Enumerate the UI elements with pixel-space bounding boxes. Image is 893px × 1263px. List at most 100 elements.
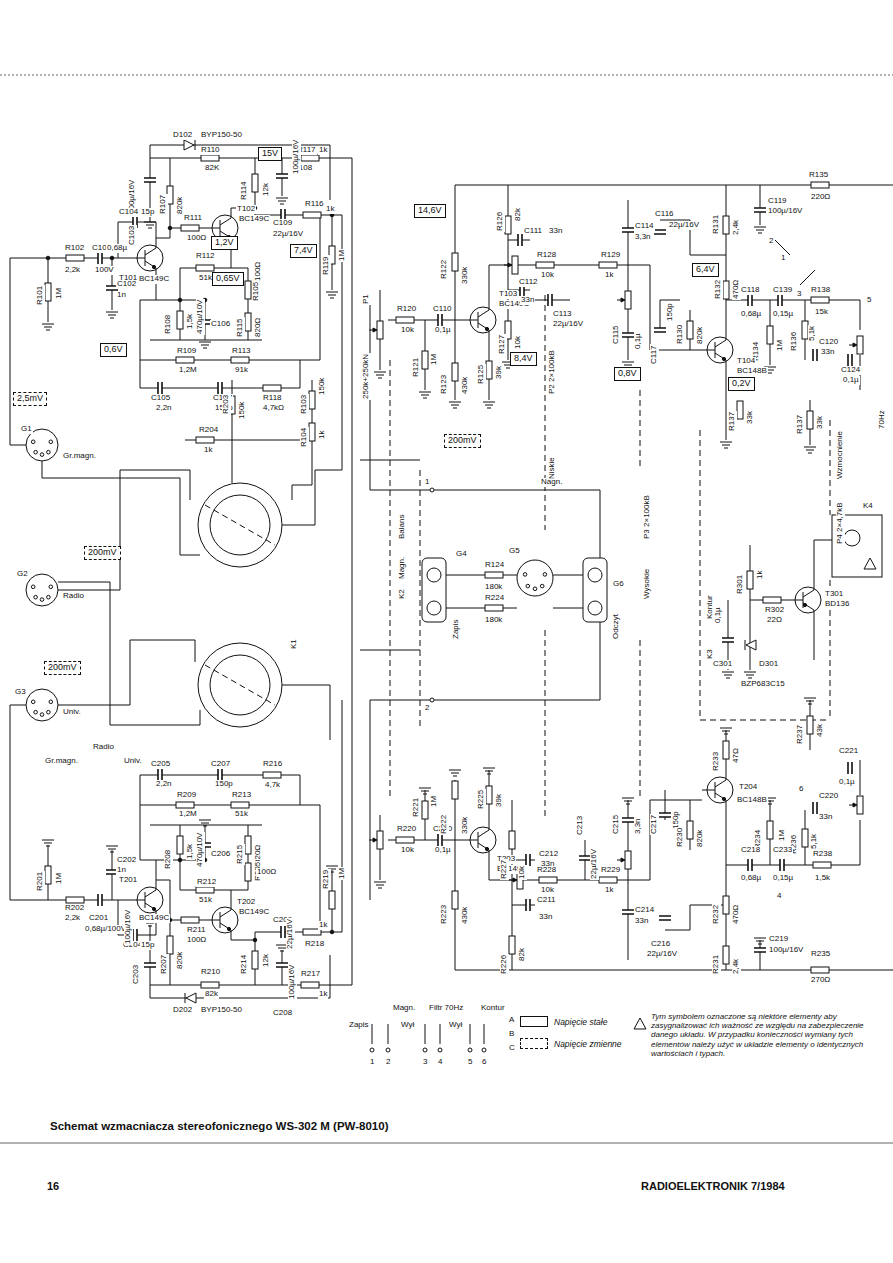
component-label: 1M <box>338 867 347 880</box>
transistor-leads <box>702 330 726 370</box>
component-label: R120 <box>396 305 417 314</box>
component-label: 12k <box>262 182 271 197</box>
component-label: Gr.magn. <box>44 757 79 766</box>
component-label: 33n <box>820 348 835 357</box>
potentiometer-wiper <box>369 328 377 332</box>
wire <box>370 700 371 900</box>
component-label: R216 <box>262 760 283 769</box>
component-label: Kontur <box>480 1004 506 1013</box>
resistor-symbol <box>176 357 194 363</box>
component-label: 10k <box>540 886 555 895</box>
component-label: R221 <box>412 797 421 818</box>
component-label: 820Ω <box>254 317 263 338</box>
voltage-value: 14,6V <box>418 205 442 215</box>
component-label: Wzmocnienie <box>836 430 845 480</box>
wire <box>140 805 300 806</box>
component-label: 10k <box>514 335 523 350</box>
wire <box>650 800 702 880</box>
component-label: R115 <box>236 317 245 338</box>
component-label: Zapis <box>452 618 461 640</box>
resistor-symbol <box>396 837 414 843</box>
component-label: C104 <box>118 208 139 217</box>
capacitor-gap <box>276 174 288 178</box>
component-label: 33n <box>818 813 833 822</box>
mechanical-link <box>545 295 546 530</box>
component-label: C219 <box>768 935 789 944</box>
component-label: 4,7k <box>264 781 281 790</box>
socket-pin <box>49 700 53 704</box>
note-text: Tym symbolem oznaczone są niektóre eleme… <box>650 1012 892 1058</box>
component-label: C211 <box>536 896 557 905</box>
component-label: 82K <box>204 164 220 173</box>
component-label: 22µ/16V <box>272 230 304 239</box>
wire <box>231 940 255 985</box>
diode-symbol <box>185 993 196 1003</box>
component-label: R122 <box>440 259 449 280</box>
capacitor-gap <box>622 818 634 822</box>
rotary-switch <box>198 643 282 727</box>
socket-pin <box>543 573 547 577</box>
component-label: R124 <box>484 561 505 570</box>
ground-symbol <box>42 324 54 330</box>
component-label: 100µ/16V <box>768 946 804 955</box>
capacitor-gap <box>133 929 137 941</box>
resistor-symbol <box>811 182 829 188</box>
voltage-value: 8,4V <box>514 353 533 363</box>
socket-pin <box>31 440 35 444</box>
component-label: R113 <box>231 347 252 356</box>
capacitor-symbol <box>276 174 288 178</box>
component-label: C201 <box>88 914 109 923</box>
component-label: 820k <box>696 829 705 848</box>
component-label: 70Hz <box>878 409 887 430</box>
capacitor-gap <box>780 859 784 871</box>
capacitor-symbol <box>659 813 671 817</box>
resistor-symbol <box>486 786 492 804</box>
component-label: 150k <box>238 401 247 420</box>
legend-text: Napięcie zmienne <box>554 1039 622 1049</box>
capacitor-symbol <box>748 294 752 306</box>
component-label: 3 <box>796 290 802 299</box>
resistor-symbol <box>599 262 617 268</box>
component-label: R223 <box>440 904 449 925</box>
component-label: 150k <box>318 377 327 396</box>
component-label: 6 <box>481 1058 487 1067</box>
rca-socket <box>588 568 602 582</box>
resistor-symbol <box>252 174 258 192</box>
switch-contact <box>370 1048 374 1052</box>
wire <box>300 775 301 805</box>
capacitor-symbol <box>754 208 766 212</box>
socket-pin <box>47 595 51 599</box>
capacitor-gap <box>748 859 752 871</box>
capacitor-symbol <box>281 926 285 938</box>
component-label: 0,68µ <box>740 310 762 319</box>
ground-symbol <box>754 227 766 233</box>
resistor-symbol <box>452 781 458 799</box>
transistor-leads <box>702 770 726 810</box>
resistor-symbol <box>196 887 214 893</box>
component-label: R112 <box>195 252 216 261</box>
capacitor-gap <box>144 963 156 967</box>
ground-symbol <box>804 698 816 704</box>
component-label: BC149C <box>238 908 270 917</box>
warning-triangle <box>634 1018 646 1029</box>
junction-dot <box>46 256 50 260</box>
component-label: 33n <box>538 913 553 922</box>
wire <box>814 540 832 580</box>
capacitor-gap <box>438 314 442 326</box>
component-label: 820k <box>696 326 705 345</box>
resistor-symbol <box>811 297 829 303</box>
socket-pin <box>523 573 527 577</box>
ground-symbol <box>622 798 634 804</box>
component-label: 0,68µ <box>106 244 128 253</box>
wire <box>455 780 456 970</box>
component-label: R237 <box>796 724 805 745</box>
socket-pin <box>31 700 35 704</box>
component-label: R108 <box>164 314 173 335</box>
component-label: 16 <box>46 1180 60 1192</box>
component-label: R137 <box>796 414 805 435</box>
wire <box>140 360 141 388</box>
component-label: 1M <box>778 829 787 842</box>
wire <box>553 575 583 576</box>
component-label: 82k <box>518 947 527 962</box>
component-label: BC148B <box>736 796 768 805</box>
